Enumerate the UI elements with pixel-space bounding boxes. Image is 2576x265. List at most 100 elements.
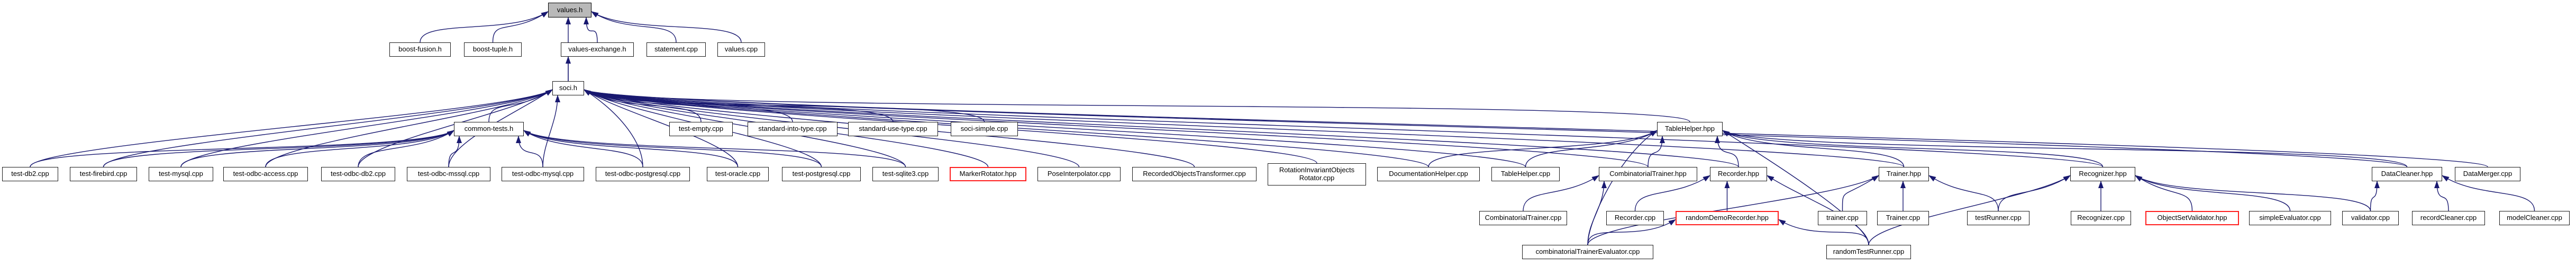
node-datamerger-cpp[interactable]: DataMerger.cpp <box>2455 167 2520 181</box>
include-edge <box>1722 130 2104 167</box>
node-random-testrunner[interactable]: randomTestRunner.cpp <box>1826 245 1911 259</box>
node-boost-fusion[interactable]: boost-fusion.h <box>389 42 451 57</box>
include-edge <box>584 17 598 43</box>
include-edge <box>1587 130 1658 245</box>
include-edge <box>358 89 553 167</box>
node-std-use[interactable]: standard-use-type.cpp <box>848 122 938 136</box>
node-t-pg[interactable]: test-postgresql.cpp <box>782 167 861 181</box>
node-t-odbc-pg[interactable]: test-odbc-postgresql.cpp <box>596 167 690 181</box>
include-edge <box>265 130 454 167</box>
node-boost-tuple[interactable]: boost-tuple.h <box>464 42 522 57</box>
node-comb-trainer-cpp[interactable]: CombinatorialTrainer.cpp <box>1479 211 1567 225</box>
node-trainer-hpp[interactable]: Trainer.hpp <box>1879 167 1929 181</box>
node-comb-trainer-hpp[interactable]: CombinatorialTrainer.hpp <box>1599 167 1697 181</box>
include-edge <box>1767 175 1869 245</box>
node-values-h[interactable]: values.h <box>548 3 591 17</box>
node-rot-inv[interactable]: RotationInvariantObjects Rotator.cpp <box>1268 163 1366 186</box>
include-edge <box>103 130 454 167</box>
node-t-db2[interactable]: test-db2.cpp <box>2 167 58 181</box>
node-validator-cpp[interactable]: validator.cpp <box>2342 211 2399 225</box>
node-doc-helper[interactable]: DocumentationHelper.cpp <box>1377 167 1480 181</box>
node-marker-rotator[interactable]: MarkerRotator.hpp <box>950 167 1026 181</box>
include-edge <box>103 89 553 167</box>
node-soci-simple[interactable]: soci-simple.cpp <box>951 122 1018 136</box>
node-datacleaner-hpp[interactable]: DataCleaner.hpp <box>2372 167 2442 181</box>
include-edge <box>584 89 2488 167</box>
node-t-mysql[interactable]: test-mysql.cpp <box>149 167 213 181</box>
node-tablehelper-hpp[interactable]: TableHelper.hpp <box>1657 122 1723 136</box>
node-trainer-cpp-l[interactable]: trainer.cpp <box>1818 211 1867 225</box>
include-edge <box>1778 219 1869 245</box>
node-recognizer-hpp[interactable]: Recognizer.hpp <box>2070 167 2135 181</box>
node-t-sqlite3[interactable]: test-sqlite3.cpp <box>872 167 939 181</box>
include-edge <box>584 89 1526 167</box>
include-edge <box>2434 181 2449 211</box>
node-random-demo[interactable]: randomDemoRecorder.hpp <box>1676 211 1779 225</box>
node-common-tests[interactable]: common-tests.h <box>454 122 524 136</box>
node-objectset-validator[interactable]: ObjectSetValidator.hpp <box>2145 211 2239 225</box>
include-edge <box>1868 175 2071 245</box>
include-edge <box>523 130 822 167</box>
include-edge <box>2370 181 2380 211</box>
node-values-exchange[interactable]: values-exchange.h <box>561 42 634 57</box>
include-edge <box>584 89 643 167</box>
include-edge <box>1428 130 1658 167</box>
node-values-cpp[interactable]: values.cpp <box>717 42 765 57</box>
node-recordcleaner-cpp[interactable]: recordCleaner.cpp <box>2412 211 2485 225</box>
node-t-odbc-mysql[interactable]: test-odbc-mysql.cpp <box>502 167 584 181</box>
include-edge <box>1722 130 2408 167</box>
include-edge <box>584 89 1429 167</box>
include-edge <box>30 130 454 167</box>
node-modelcleaner-cpp[interactable]: modelCleaner.cpp <box>2499 211 2570 225</box>
include-edge <box>1634 175 1710 211</box>
include-edge <box>584 89 1905 167</box>
node-comb-eval[interactable]: combinatorialTrainerEvaluator.cpp <box>1522 245 1653 259</box>
include-edge <box>523 130 739 167</box>
node-rec-obj-trans[interactable]: RecordedObjectsTransformer.cpp <box>1132 167 1257 181</box>
include-edge <box>1523 175 1599 211</box>
node-t-firebird[interactable]: test-firebird.cpp <box>70 167 137 181</box>
node-soci-h[interactable]: soci.h <box>552 81 584 95</box>
include-edge <box>1842 175 1879 211</box>
node-recognizer-cpp[interactable]: Recognizer.cpp <box>2071 211 2131 225</box>
include-edge <box>1587 181 1607 245</box>
include-edge <box>1722 130 1869 245</box>
node-trainer-cpp-u[interactable]: Trainer.cpp <box>1877 211 1929 225</box>
include-edge <box>584 89 1649 167</box>
node-recorder-cpp[interactable]: Recorder.cpp <box>1606 211 1664 225</box>
node-t-oracle[interactable]: test-oracle.cpp <box>707 167 769 181</box>
node-test-empty[interactable]: test-empty.cpp <box>669 122 733 136</box>
include-edge <box>1647 136 1665 167</box>
include-edge <box>591 11 677 43</box>
node-t-odbc-db2[interactable]: test-odbc-db2.cpp <box>321 167 395 181</box>
include-edge <box>358 130 454 167</box>
include-edge <box>1928 175 1999 211</box>
include-edge <box>584 89 1739 167</box>
node-tablehelper-cpp[interactable]: TableHelper.cpp <box>1491 167 1560 181</box>
include-edge <box>30 89 553 167</box>
include-edge <box>2135 175 2291 211</box>
node-simple-eval[interactable]: simpleEvaluator.cpp <box>2249 211 2331 225</box>
node-pose-interp[interactable]: PoseInterpolator.cpp <box>1037 167 1121 181</box>
include-edge <box>523 130 643 167</box>
include-edge <box>1715 136 1739 167</box>
include-edge <box>1525 130 1658 167</box>
node-testrunner-cpp[interactable]: testRunner.cpp <box>1967 211 2029 225</box>
node-t-odbc-access[interactable]: test-odbc-access.cpp <box>223 167 308 181</box>
include-edge <box>1722 130 1905 167</box>
include-edge <box>492 11 549 43</box>
node-std-into[interactable]: standard-into-type.cpp <box>748 122 838 136</box>
include-edge <box>448 136 462 167</box>
include-edge <box>180 130 454 167</box>
node-recorder-hpp[interactable]: Recorder.hpp <box>1710 167 1767 181</box>
include-edge <box>542 95 560 167</box>
include-edge <box>1587 219 1676 245</box>
include-edge <box>180 89 553 167</box>
include-edge <box>2135 175 2371 211</box>
include-edge <box>584 89 2104 167</box>
include-edge <box>523 130 906 167</box>
node-t-odbc-mssql[interactable]: test-odbc-mssql.cpp <box>407 167 490 181</box>
node-statement-cpp[interactable]: statement.cpp <box>647 42 706 57</box>
